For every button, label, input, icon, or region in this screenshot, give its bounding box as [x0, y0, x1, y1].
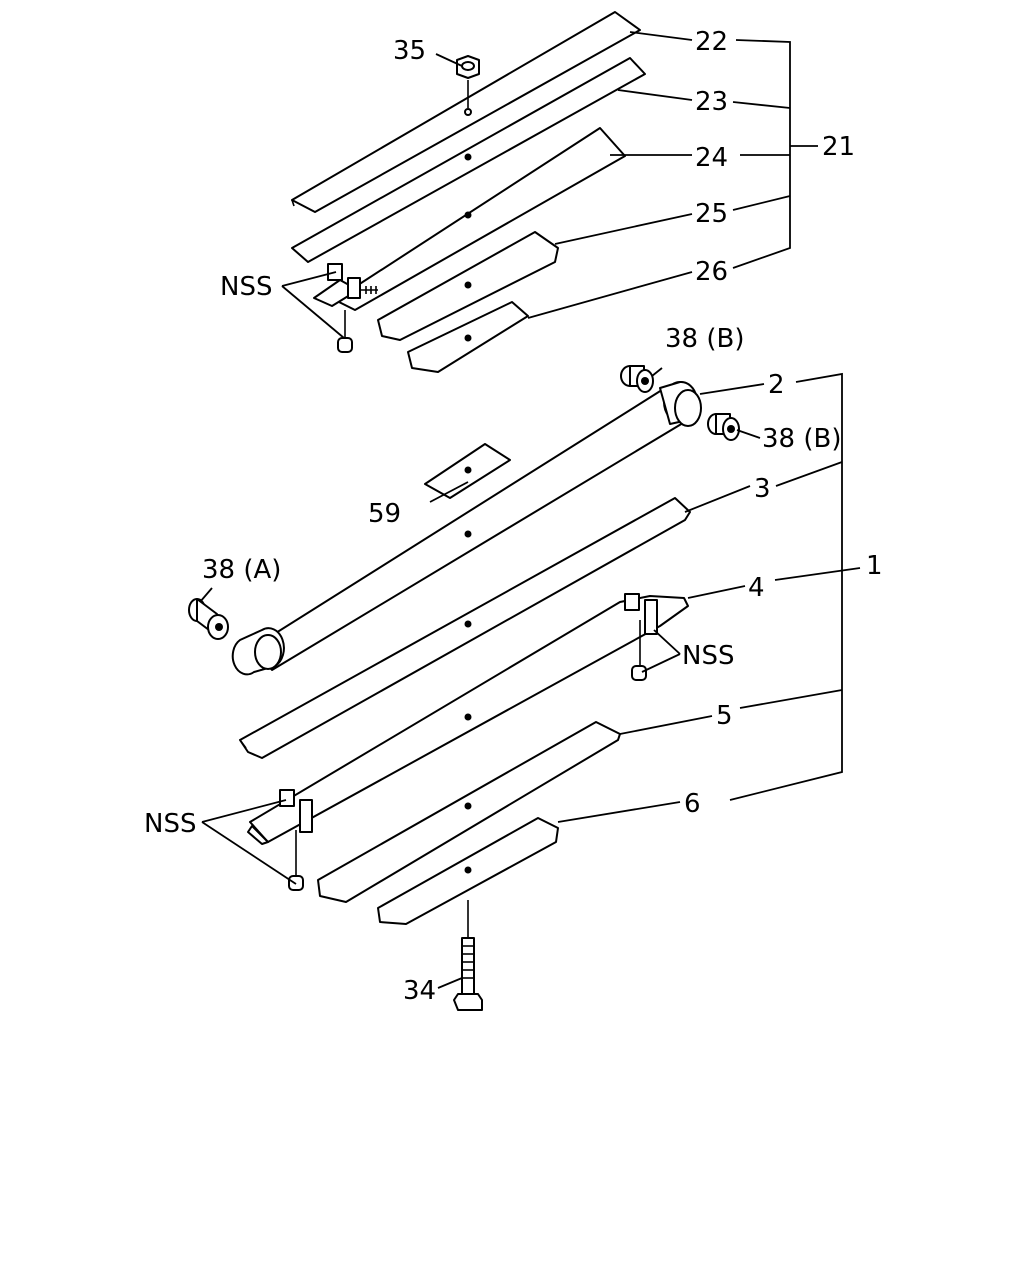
leaf-26 [407, 301, 529, 373]
label-5: 5 [716, 701, 733, 731]
label-38b-top: 38 (B) [665, 324, 744, 354]
label-3: 3 [754, 474, 771, 504]
top-clip [313, 263, 378, 353]
bolt-34 [453, 900, 483, 1011]
label-6: 6 [684, 789, 701, 819]
leaf-23 [291, 57, 646, 263]
label-24: 24 [695, 143, 728, 173]
label-nss-right: NSS [682, 641, 734, 671]
label-21: 21 [822, 132, 855, 162]
label-35: 35 [393, 36, 426, 66]
label-2: 2 [768, 370, 785, 400]
leaf-6 [377, 817, 559, 925]
label-38b-right: 38 (B) [762, 424, 841, 454]
label-34: 34 [403, 976, 436, 1006]
label-23: 23 [695, 87, 728, 117]
label-25: 25 [695, 199, 728, 229]
leaf-3 [239, 497, 691, 759]
leaf-25 [377, 231, 559, 341]
label-22: 22 [695, 27, 728, 57]
leaf-24 [334, 127, 626, 311]
label-nss-left: NSS [144, 809, 196, 839]
bushing-38b-right [707, 413, 740, 441]
bushing-38a [188, 598, 229, 640]
leaf-2 [231, 380, 702, 676]
label-26: 26 [695, 257, 728, 287]
label-59: 59 [368, 499, 401, 529]
label-nss-top: NSS [220, 272, 272, 302]
label-1: 1 [866, 551, 883, 581]
nut-35 [456, 55, 480, 116]
leader-lines [199, 31, 861, 989]
pad-59 [424, 443, 511, 499]
label-38a: 38 (A) [202, 555, 281, 585]
label-4: 4 [748, 573, 765, 603]
leaf-5 [317, 721, 621, 903]
bushing-38b-top [620, 365, 654, 393]
leaf-4 [247, 593, 689, 891]
